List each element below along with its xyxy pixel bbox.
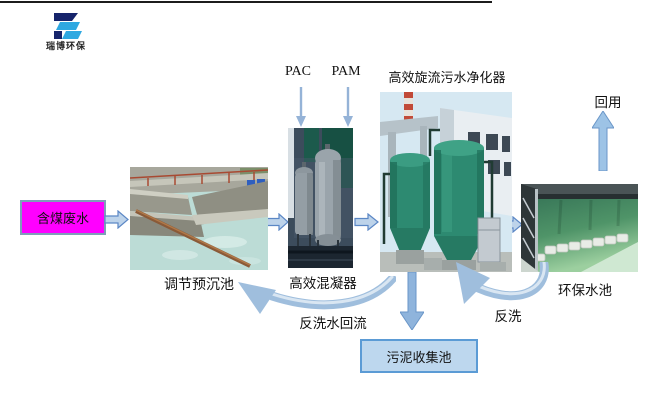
backwash-curved-arrow — [456, 262, 549, 304]
pam-dosing-arrow — [343, 87, 353, 127]
left-walkway — [521, 184, 539, 272]
coagulator-label: 高效混凝器 — [289, 276, 357, 291]
green-tank-left — [390, 153, 430, 264]
flow-arrow-source-to-presed — [104, 210, 129, 229]
clean-pool-label: 环保水池 — [558, 283, 612, 298]
company-logo-text: 瑞博环保 — [45, 41, 86, 51]
photo-environmental-pool — [521, 184, 638, 272]
equipment-cabinet — [477, 217, 501, 263]
pac-label: PAC — [285, 64, 311, 79]
pre-sedimentation-label: 调节预沉池 — [164, 276, 234, 292]
sludge-down-arrow — [400, 272, 424, 330]
top-divider-line — [0, 1, 492, 3]
pipe-gantry — [380, 116, 438, 136]
pac-dosing-arrow — [296, 87, 306, 127]
backwash-return-label: 反洗水回流 — [299, 316, 367, 331]
tank-pipes — [382, 128, 494, 244]
flow-arrow-coagulator-to-purifier — [354, 213, 379, 231]
water-reflections — [557, 199, 621, 235]
vessel-left — [295, 162, 313, 235]
flow-arrow-presed-to-coagulator — [266, 213, 289, 231]
reuse-label: 回用 — [594, 95, 622, 110]
sandbag-row — [534, 233, 629, 262]
vessel-right — [315, 144, 341, 246]
company-logo-icon — [54, 13, 82, 39]
red-railing — [130, 169, 268, 186]
source-box-coal-wastewater: 含煤废水 — [20, 200, 106, 235]
sludge-collection-box: 污泥收集池 — [360, 339, 478, 373]
pam-label: PAM — [331, 64, 361, 79]
reuse-up-arrow — [592, 111, 614, 171]
backwash-return-curved-arrow — [238, 276, 396, 314]
purifier-label: 高效旋流污水净化器 — [388, 70, 506, 85]
chimney — [404, 92, 413, 122]
photo-pre-sedimentation-tank — [130, 167, 268, 270]
pipe — [135, 209, 251, 268]
photo-cyclone-purifier — [380, 92, 512, 272]
photo-coagulator-vessels — [288, 128, 353, 268]
backwash-label: 反洗 — [494, 309, 522, 324]
